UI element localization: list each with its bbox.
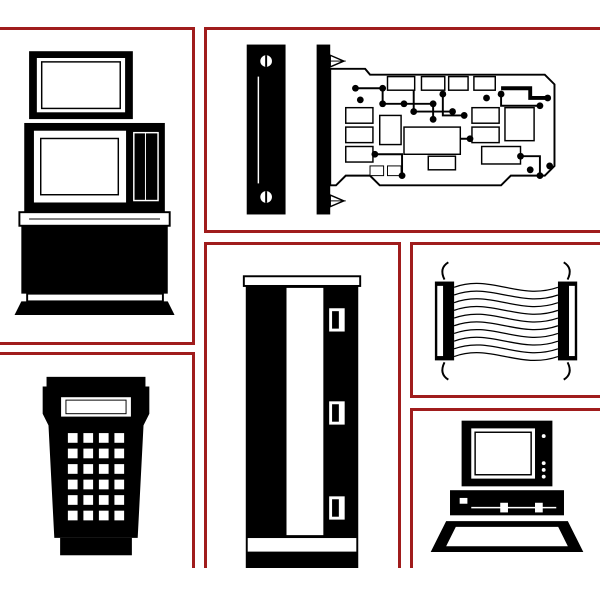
desktop-computer-icon xyxy=(430,420,584,553)
panel-workstation xyxy=(0,27,195,345)
handheld-terminal-icon xyxy=(42,376,150,556)
panel-circuit-board xyxy=(204,27,600,233)
circuit-board-icon xyxy=(246,44,556,215)
rack-module-icon xyxy=(242,275,362,577)
panel-desktop-computer xyxy=(410,408,600,584)
panel-rack-module xyxy=(204,242,401,582)
panel-ribbon-cable xyxy=(410,242,600,398)
ribbon-cable-icon xyxy=(434,261,578,381)
panel-handheld-terminal xyxy=(0,352,195,584)
industrial-workstation-icon xyxy=(14,51,175,315)
bottom-margin xyxy=(0,568,600,600)
